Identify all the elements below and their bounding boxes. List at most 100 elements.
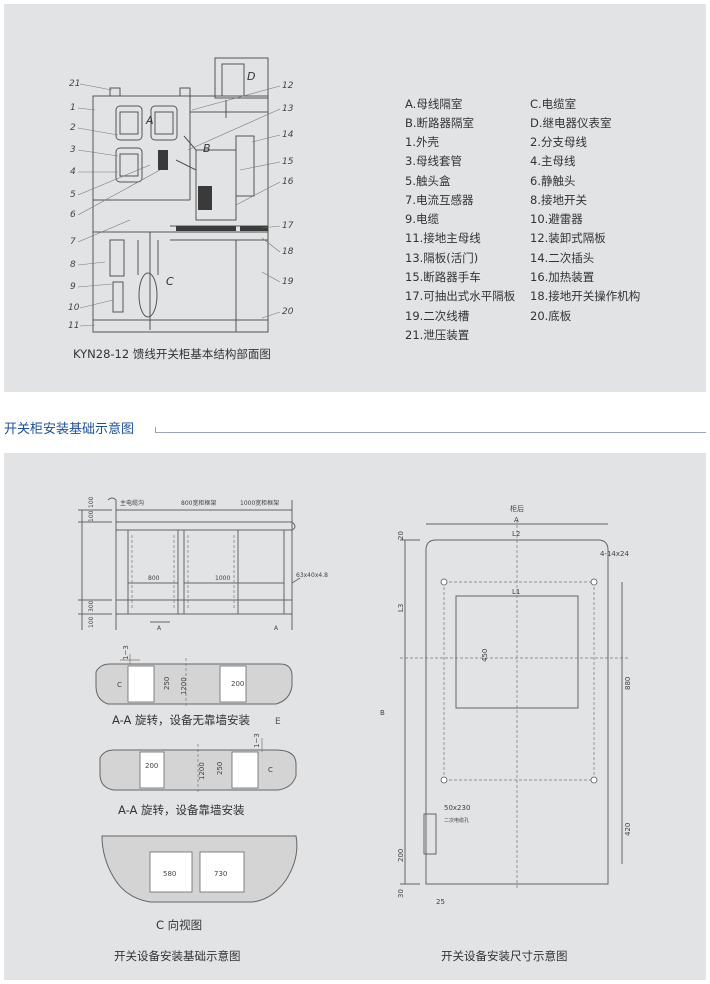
dim-label: 20 <box>397 531 405 540</box>
svg-text:7: 7 <box>70 237 76 247</box>
svg-text:5: 5 <box>70 190 76 200</box>
dim-label: 250 <box>216 762 224 775</box>
legend-item: 17.可抽出式水平隔板 <box>405 289 516 303</box>
svg-text:13: 13 <box>282 104 294 114</box>
legend-item: 11.接地主母线 <box>405 231 481 245</box>
dim-label: C <box>268 766 273 774</box>
section-divider <box>155 432 706 433</box>
view1-mark: E <box>275 717 281 727</box>
legend-item: 13.隔板(活门) <box>405 251 479 265</box>
dim-label: L2 <box>512 530 520 538</box>
legend-item: 20.底板 <box>530 309 572 323</box>
busbar-bushing-bottom <box>115 147 143 183</box>
dim-label: 300 <box>88 600 95 612</box>
view3-caption: C 向视图 <box>156 918 203 932</box>
view2-caption: A-A 旋转，设备靠墙安装 <box>118 803 245 817</box>
dim-label: 580 <box>163 870 176 878</box>
legend-item: 16.加热装置 <box>530 270 595 284</box>
dim-label: 50x230 <box>444 804 470 812</box>
relay-room <box>214 57 269 99</box>
dim-label: 250 <box>163 677 171 690</box>
legend-item: 7.电流互感器 <box>405 193 474 207</box>
legend-item: 2.分支母线 <box>530 135 587 149</box>
dim-label: 63x40x4.8 <box>296 572 328 579</box>
svg-text:16: 16 <box>282 177 294 187</box>
legend-item: 4.主母线 <box>530 154 576 168</box>
section-b-label: B <box>203 142 211 155</box>
legend-item: 21.泄压装置 <box>405 328 470 342</box>
dim-label: 420 <box>624 823 632 836</box>
dim-label: 100 <box>88 616 95 628</box>
section-title: 开关柜安装基础示意图 <box>4 422 135 437</box>
section-c-label: C <box>166 275 174 288</box>
svg-text:18: 18 <box>282 247 294 257</box>
legend-item: 1.外壳 <box>405 135 439 149</box>
svg-text:4: 4 <box>70 167 76 177</box>
section-a-label: A <box>145 114 154 127</box>
plan-label: 800宽柜框架 <box>181 499 216 507</box>
legend-item: B.断路器隔室 <box>405 116 475 130</box>
dimension-caption: 开关设备安装尺寸示意图 <box>441 949 568 963</box>
busbar-bushing-top <box>115 105 143 141</box>
dim-label: A <box>514 516 519 524</box>
dim-label: 柜后 <box>510 504 524 513</box>
foundation-caption: 开关设备安装基础示意图 <box>114 949 241 963</box>
dim-label: 200 <box>397 849 405 862</box>
dim-label: 1~3 <box>253 733 261 748</box>
callout-21: 21 <box>69 79 80 89</box>
svg-text:10: 10 <box>68 303 80 313</box>
legend-item: 9.电缆 <box>405 212 439 226</box>
dim-label: 4-14x24 <box>600 550 629 558</box>
dim-label: 100 <box>88 496 95 508</box>
dim-label: 1~3 <box>122 645 130 660</box>
legend-item: 6.静触头 <box>530 174 576 188</box>
svg-text:17: 17 <box>282 221 294 231</box>
plan-label: 主电缆沟 <box>120 499 144 507</box>
legend-item: 10.避雷器 <box>530 212 583 226</box>
dim-label: A <box>274 625 279 632</box>
dim-label: 30 <box>397 889 405 898</box>
structure-panel <box>4 4 706 392</box>
svg-text:6: 6 <box>70 210 76 220</box>
svg-text:1: 1 <box>70 103 76 113</box>
svg-text:12: 12 <box>282 81 294 91</box>
legend-item: C.电缆室 <box>530 97 577 111</box>
dim-label: 200 <box>231 680 244 688</box>
dim-label: A <box>157 625 162 632</box>
legend-item: 8.接地开关 <box>530 193 587 207</box>
legend-item: 14.二次插头 <box>530 251 595 265</box>
svg-text:15: 15 <box>282 157 294 167</box>
dim-label: 730 <box>214 870 227 878</box>
legend-item: 5.触头盒 <box>405 174 451 188</box>
svg-text:20: 20 <box>282 307 294 317</box>
dim-label: C <box>117 681 122 689</box>
svg-text:19: 19 <box>282 277 294 287</box>
cable-termination <box>138 272 158 318</box>
dim-label: L3 <box>397 604 405 612</box>
svg-text:8: 8 <box>70 260 76 270</box>
view1-caption: A-A 旋转，设备无靠墙安装 <box>112 713 251 727</box>
svg-text:2: 2 <box>70 123 76 133</box>
legend-item: D.继电器仪表室 <box>530 116 612 130</box>
dim-label: 1200 <box>198 762 206 780</box>
svg-text:3: 3 <box>70 145 76 155</box>
installation-panel <box>4 453 706 980</box>
svg-text:14: 14 <box>282 130 294 140</box>
cabinet-footprint <box>425 539 609 885</box>
structure-caption: KYN28-12 馈线开关柜基本结构部面图 <box>73 347 271 361</box>
legend-item: 18.接地开关操作机构 <box>530 289 641 303</box>
dim-label: 1000 <box>215 575 230 582</box>
svg-text:9: 9 <box>70 282 76 292</box>
plan-label: 1000宽柜框架 <box>240 499 279 507</box>
dim-label: 1200 <box>180 677 188 695</box>
dim-label: L1 <box>512 588 520 596</box>
legend-item: 19.二次线槽 <box>405 309 470 323</box>
svg-text:11: 11 <box>68 321 79 331</box>
dim-label: 450 <box>481 649 489 662</box>
section-d-label: D <box>247 70 255 83</box>
dim-label: 200 <box>145 762 158 770</box>
legend-item: A.母线隔室 <box>405 97 463 111</box>
dim-label: B <box>380 709 385 717</box>
